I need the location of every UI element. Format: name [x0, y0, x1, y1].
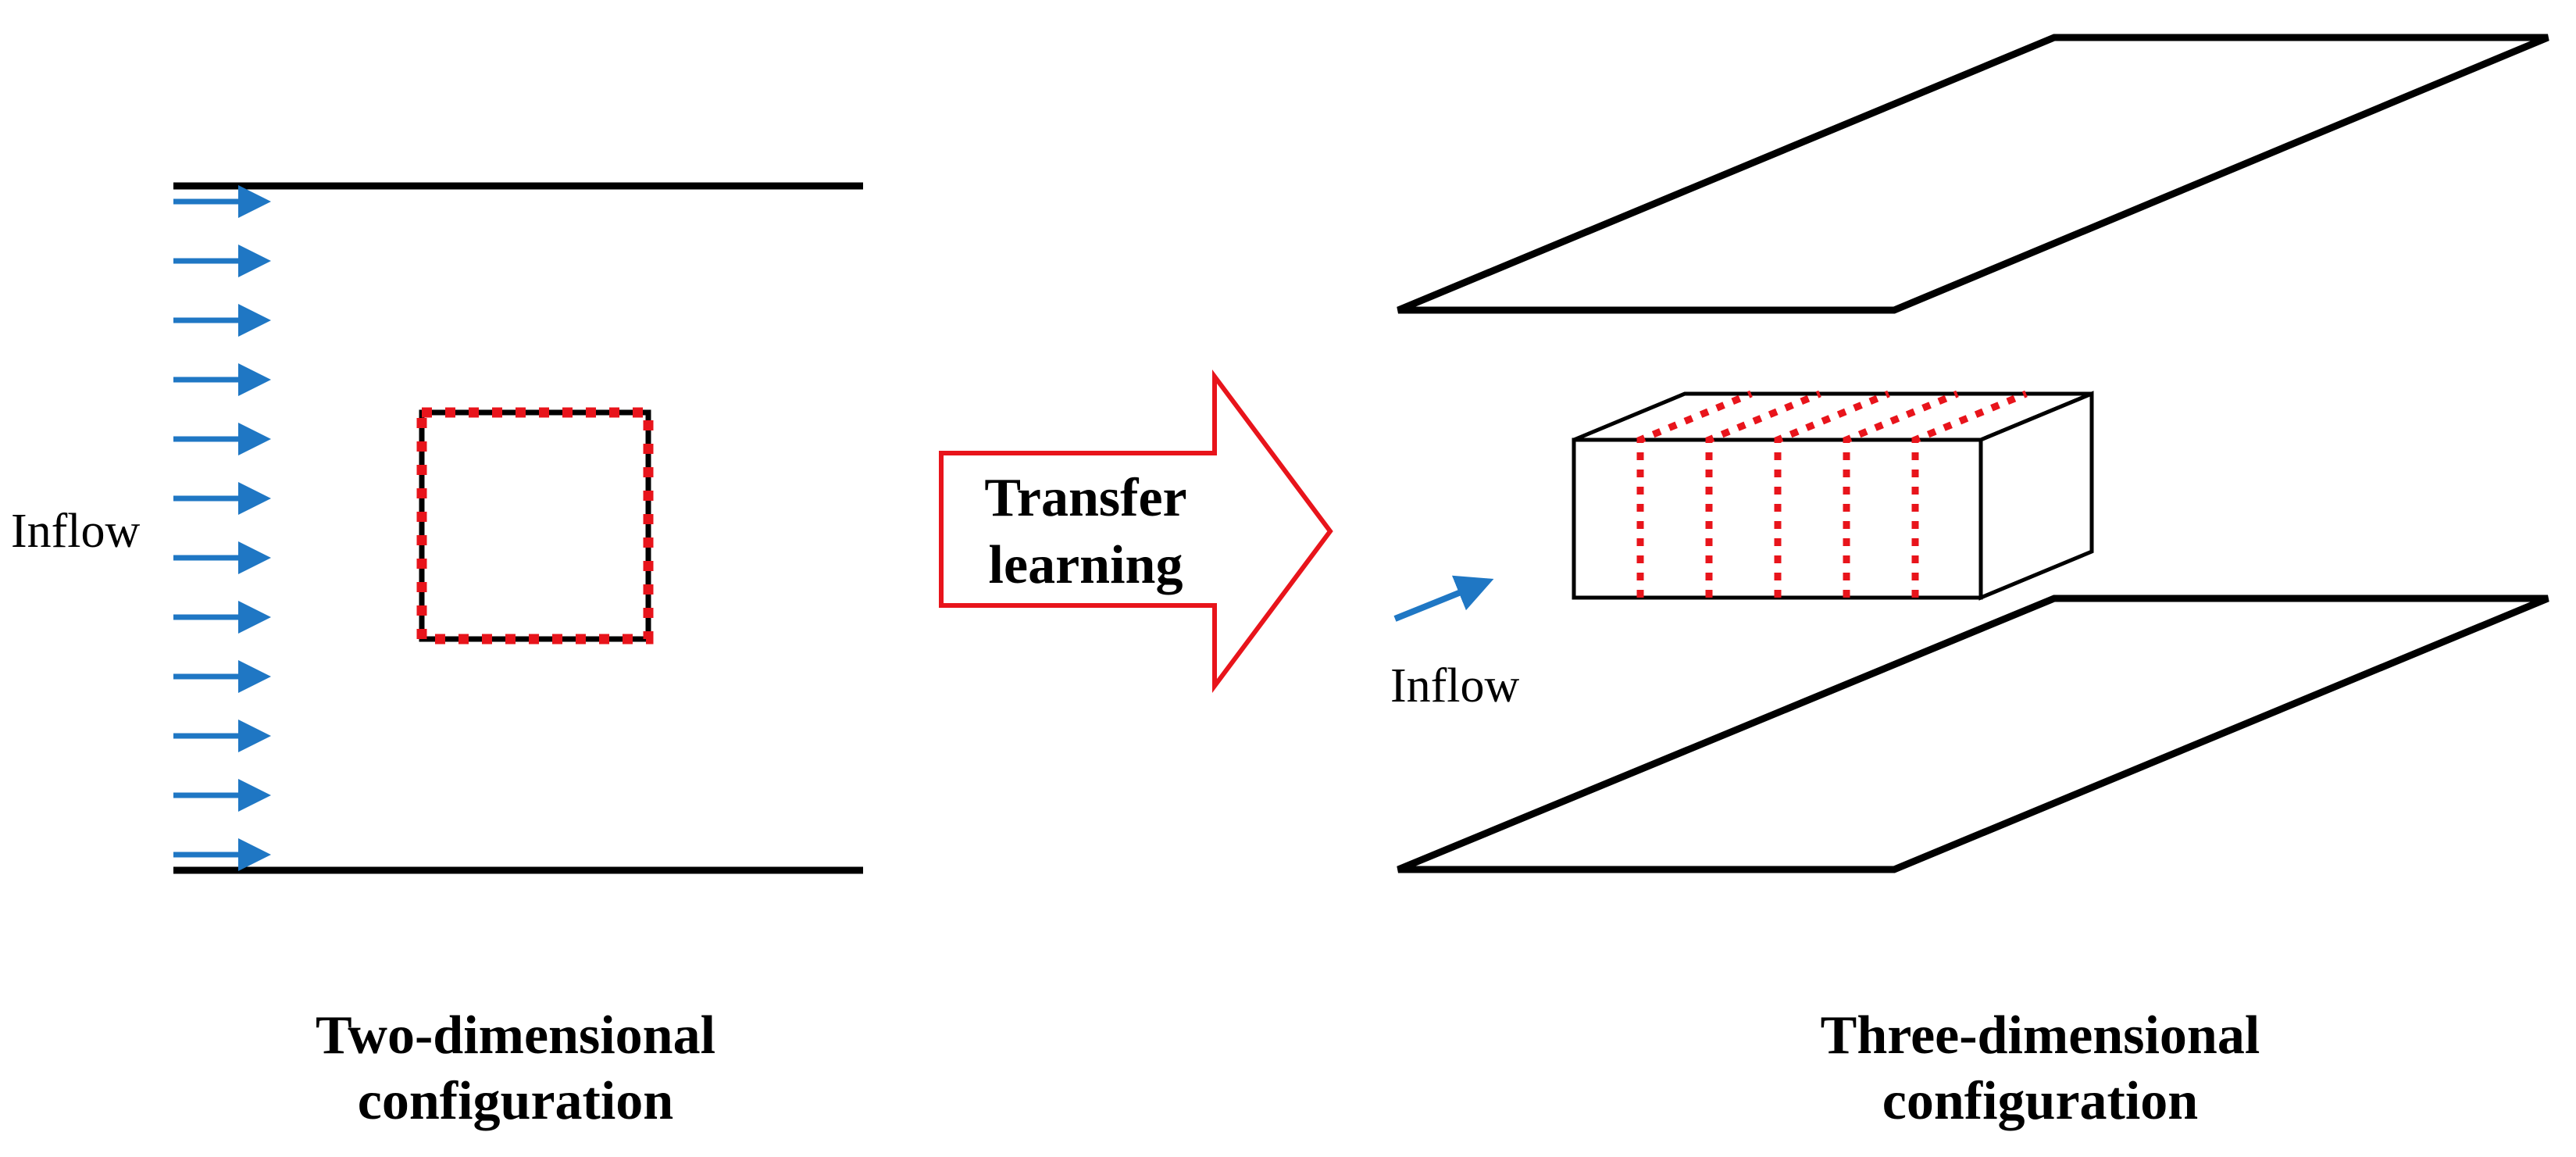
caption-2d-line1: Two-dimensional [316, 1005, 715, 1066]
top-plate [1397, 34, 2549, 314]
square-obstacle [419, 409, 651, 642]
dotted-section [1774, 390, 1890, 598]
inflow-arrow-3d [1393, 575, 1494, 622]
square-obstacle-dotted-outline [416, 407, 654, 645]
dotted-section [1911, 390, 2028, 598]
block-arrow-outline [939, 369, 1333, 694]
inflow-label-3d: Inflow [1390, 659, 1520, 712]
dotted-section [1636, 390, 1753, 598]
three-dimensional-panel: Inflow Three-dimensional configuration [1390, 34, 2549, 1131]
two-dimensional-panel: Inflow Two-dimensional configuration [11, 182, 863, 1131]
caption-2d-line2: configuration [358, 1071, 673, 1131]
bottom-plate [1397, 595, 2549, 873]
dotted-section [1705, 390, 1821, 598]
inflow-label-2d: Inflow [11, 505, 141, 558]
transfer-label-line1: Transfer [984, 468, 1186, 528]
inflow-arrows [173, 185, 271, 871]
prism-front-face [1572, 437, 1983, 600]
caption-3d-line1: Three-dimensional [1821, 1005, 2260, 1066]
transfer-label-line2: learning [989, 535, 1183, 595]
transfer-learning-arrow: Transfer learning [939, 369, 1333, 694]
dotted-section [1843, 390, 1959, 598]
caption-3d-line2: configuration [1882, 1071, 2198, 1131]
prism-obstacle [1572, 390, 2094, 601]
dotted-sections [1636, 390, 2028, 598]
